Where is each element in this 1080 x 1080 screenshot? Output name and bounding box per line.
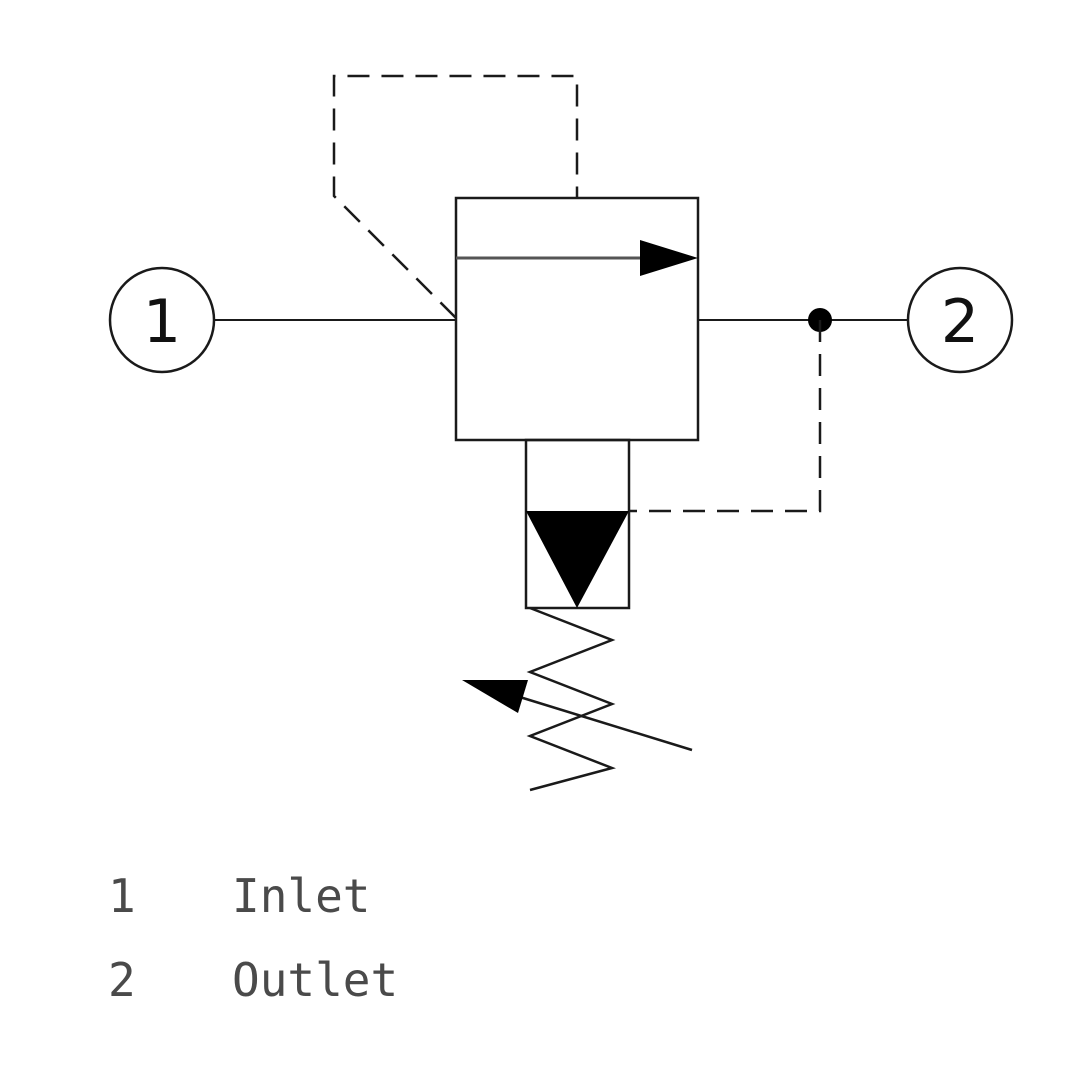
outlet-port-label: 2	[941, 287, 979, 357]
pilot-triangle	[526, 511, 629, 608]
pilot-chamber	[524, 438, 631, 610]
spring	[526, 606, 617, 792]
inlet-port-label: 1	[143, 287, 181, 357]
adjustment-arrow-line	[509, 692, 693, 752]
downstream-pilot-line	[629, 320, 822, 513]
valve-body	[454, 196, 700, 442]
upstream-pilot-line	[332, 74, 579, 319]
adjustment-arrow-head	[462, 680, 528, 713]
flow-arrow-head	[640, 240, 698, 276]
